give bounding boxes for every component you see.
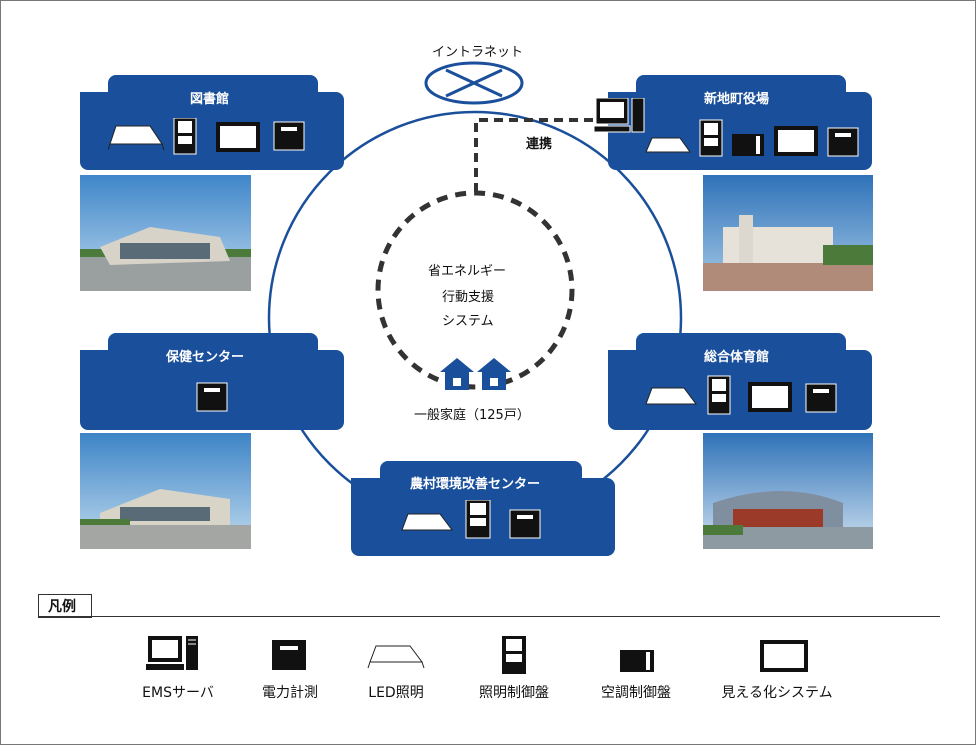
library-title: 図書館: [190, 92, 230, 107]
library-photo: [80, 175, 251, 291]
townhall-title: 新地町役場: [704, 92, 770, 107]
link-line: [474, 118, 596, 192]
agri-tab: [380, 461, 582, 481]
power-meter-icon: [273, 121, 305, 151]
led-icon: [645, 137, 691, 153]
support-system-ring: [375, 190, 575, 390]
lighting-panel-icon: [502, 636, 526, 674]
legend-icons: [146, 636, 808, 674]
center-line-1: 省エネルギー: [428, 264, 507, 279]
power-meter-icon: [805, 383, 837, 413]
townhall-icons: [594, 98, 859, 157]
intranet-label: イントラネット: [432, 45, 524, 60]
router-icon: [424, 61, 524, 105]
legend-label-ems: EMSサーバ: [142, 685, 214, 701]
led-icon: [367, 645, 425, 669]
legend-title: 凡例: [48, 599, 76, 615]
power-meter-icon: [196, 382, 228, 412]
lighting-panel-icon: [173, 118, 197, 155]
health-tab: [108, 333, 318, 353]
legend-title-box: [38, 594, 92, 618]
center-line-3: システム: [442, 314, 494, 329]
health-icons: [196, 382, 228, 412]
legend-label-power: 電力計測: [262, 685, 318, 701]
legend-label-display: 見える化システム: [721, 685, 833, 701]
townhall-tab: [636, 75, 846, 95]
led-icon: [401, 513, 453, 531]
agri-title: 農村環境改善センター: [410, 477, 541, 492]
health-title: 保健センター: [166, 350, 245, 365]
ac-panel-icon: [620, 650, 654, 672]
agri-icons: [401, 500, 541, 539]
library-icons: [108, 118, 305, 155]
ac-panel-icon: [732, 134, 764, 156]
gym-icons: [645, 375, 837, 415]
display-icon: [760, 640, 808, 672]
power-meter-icon: [272, 640, 306, 670]
legend-label-lighting-panel: 照明制御盤: [479, 685, 549, 701]
house-icon: [440, 358, 474, 390]
ems-server-icon: [594, 98, 645, 133]
center-line-2: 行動支援: [442, 290, 495, 305]
display-icon: [774, 126, 818, 156]
homes-label: 一般家庭（125戸）: [414, 408, 530, 423]
gym-tab: [636, 333, 846, 353]
townhall-photo: [703, 175, 873, 291]
legend-label-ac-panel: 空調制御盤: [601, 685, 671, 701]
lighting-panel-icon: [699, 119, 723, 157]
display-icon: [748, 382, 792, 412]
health-photo: [80, 433, 251, 549]
gym-title: 総合体育館: [704, 350, 770, 365]
house-icon: [477, 358, 511, 390]
led-icon: [645, 387, 697, 405]
lighting-panel-icon: [707, 375, 731, 415]
led-icon: [108, 125, 165, 151]
power-meter-icon: [509, 509, 541, 539]
power-meter-icon: [827, 127, 859, 157]
legend-divider: [38, 616, 940, 617]
gym-photo: [703, 433, 873, 549]
link-label: 連携: [526, 137, 553, 152]
library-tab: [108, 75, 318, 95]
lighting-panel-icon: [465, 500, 491, 539]
display-icon: [216, 122, 260, 152]
legend-label-led: LED照明: [368, 685, 424, 701]
ems-server-icon: [146, 636, 198, 670]
